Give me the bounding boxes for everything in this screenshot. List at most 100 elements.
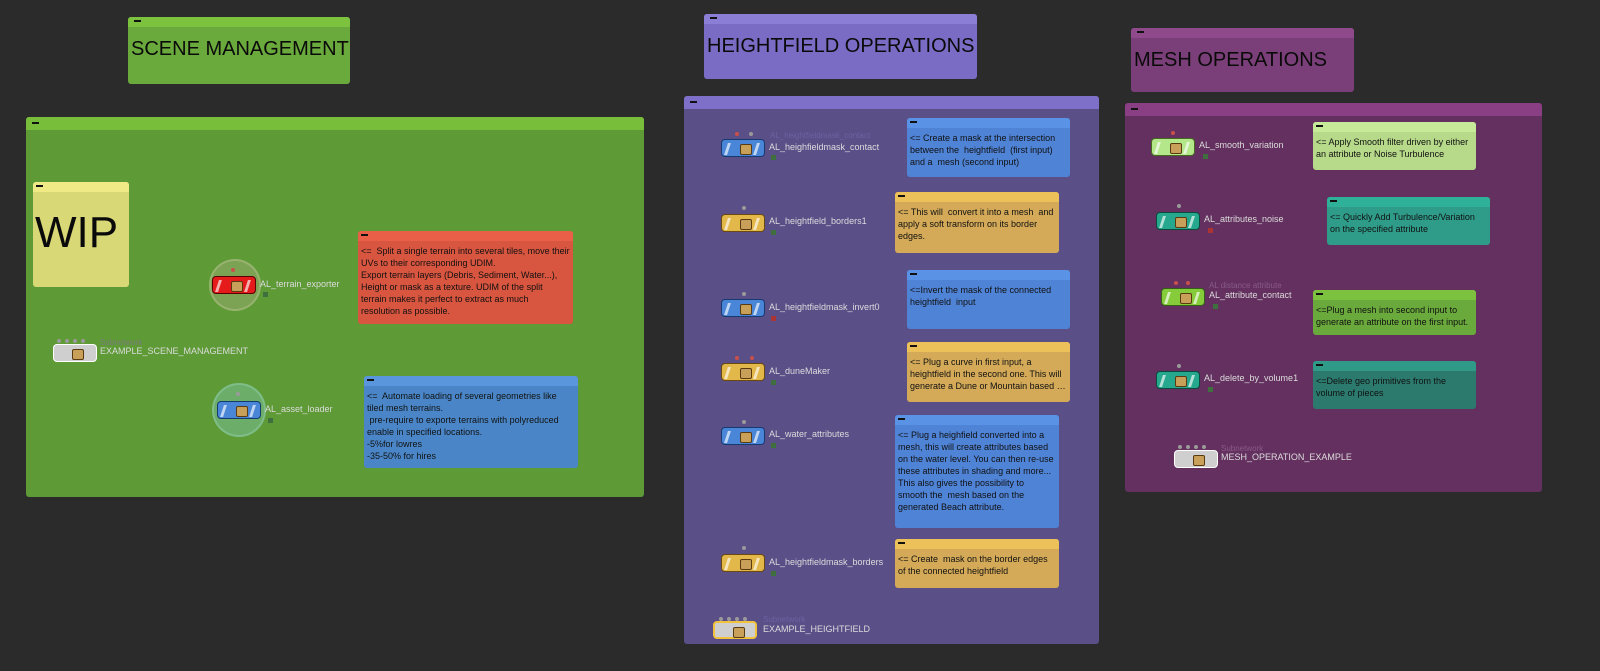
smooth-variation-note[interactable]: <= Apply Smooth filter driven by either … [1313, 122, 1476, 170]
note-bar[interactable] [33, 182, 129, 192]
water-attributes-node[interactable] [721, 427, 765, 445]
note-text: <=Invert the mask of the connected heigh… [910, 285, 1054, 307]
collapse-icon[interactable] [367, 379, 374, 381]
input-port[interactable] [1177, 204, 1181, 208]
mask-contact-node[interactable] [721, 139, 765, 157]
collapse-icon[interactable] [910, 121, 917, 123]
input-port[interactable] [742, 420, 746, 424]
collapse-icon[interactable] [1316, 364, 1323, 366]
input-port[interactable] [743, 617, 747, 621]
network-box-bar[interactable] [26, 117, 644, 130]
delete-by-volume-note[interactable]: <=Delete geo primitives from the volume … [1313, 361, 1476, 409]
collapse-icon[interactable] [1316, 293, 1323, 295]
collapse-icon[interactable] [898, 195, 905, 197]
asset-loader-note[interactable]: <= Automate loading of several geometrie… [364, 376, 578, 468]
collapse-icon[interactable] [1131, 108, 1138, 110]
input-port[interactable] [1174, 281, 1178, 285]
mask-invert-note[interactable]: <=Invert the mask of the connected heigh… [907, 270, 1070, 329]
example-scene-management-node[interactable] [53, 344, 97, 362]
input-port[interactable] [1177, 364, 1181, 368]
input-port[interactable] [742, 546, 746, 550]
note-bar[interactable] [1313, 122, 1476, 132]
input-port[interactable] [1171, 131, 1175, 135]
mesh-operations-title-box[interactable]: MESH OPERATIONS [1131, 28, 1354, 92]
collapse-icon[interactable] [910, 273, 917, 275]
collapse-icon[interactable] [898, 418, 905, 420]
input-port[interactable] [735, 617, 739, 621]
network-box-bar[interactable] [684, 96, 1099, 109]
mask-invert-node[interactable] [721, 299, 765, 317]
collapse-icon[interactable] [134, 20, 141, 22]
collapse-icon[interactable] [898, 542, 905, 544]
note-bar[interactable] [895, 415, 1059, 425]
input-port[interactable] [742, 292, 746, 296]
dune-maker-node[interactable] [721, 363, 765, 381]
smooth-variation-node[interactable] [1151, 138, 1195, 156]
example-heightfield-node[interactable] [713, 621, 757, 639]
title-box-bar[interactable] [128, 17, 350, 27]
note-bar[interactable] [907, 270, 1070, 280]
input-port[interactable] [81, 339, 85, 343]
note-bar[interactable] [907, 342, 1070, 352]
note-bar[interactable] [907, 118, 1070, 128]
asset-loader-node[interactable] [217, 401, 261, 419]
input-port[interactable] [236, 392, 240, 396]
input-port[interactable] [73, 339, 77, 343]
note-bar[interactable] [364, 376, 578, 386]
water-attributes-note[interactable]: <= Plug a heighfield converted into a me… [895, 415, 1059, 528]
note-bar[interactable] [358, 231, 573, 241]
input-port[interactable] [1194, 445, 1198, 449]
note-bar[interactable] [895, 192, 1059, 202]
collapse-icon[interactable] [910, 345, 917, 347]
network-box-bar[interactable] [1125, 103, 1542, 116]
heightfield-borders1-node[interactable] [721, 214, 765, 232]
mesh-operation-example-node[interactable] [1174, 450, 1218, 468]
delete-by-volume-node[interactable] [1156, 371, 1200, 389]
title-box-bar[interactable] [704, 14, 977, 24]
input-port[interactable] [750, 356, 754, 360]
collapse-icon[interactable] [1137, 31, 1144, 33]
title-box-bar[interactable] [1131, 28, 1354, 38]
note-text: <= Automate loading of several geometrie… [367, 391, 559, 461]
bypass-flag [1208, 228, 1213, 233]
note-bar[interactable] [1313, 361, 1476, 371]
collapse-icon[interactable] [710, 17, 717, 19]
input-port[interactable] [57, 339, 61, 343]
heightfield-operations-title-box[interactable]: HEIGHTFIELD OPERATIONS [704, 14, 977, 79]
collapse-icon[interactable] [1330, 200, 1337, 202]
attribute-contact-note[interactable]: <=Plug a mesh into second input to gener… [1313, 290, 1476, 335]
mask-contact-note[interactable]: <= Create a mask at the intersection bet… [907, 118, 1070, 177]
input-port[interactable] [719, 617, 723, 621]
terrain-exporter-note[interactable]: <= Split a single terrain into several t… [358, 231, 573, 324]
input-port[interactable] [742, 206, 746, 210]
dune-maker-note[interactable]: <= Plug a curve in first input, a height… [907, 342, 1070, 402]
input-port[interactable] [231, 268, 235, 272]
note-bar[interactable] [895, 539, 1059, 549]
input-port[interactable] [735, 132, 739, 136]
mask-borders-node[interactable] [721, 554, 765, 572]
borders1-note[interactable]: <= This will convert it into a mesh and … [895, 192, 1059, 253]
input-port[interactable] [65, 339, 69, 343]
attributes-noise-node[interactable] [1156, 212, 1200, 230]
input-port[interactable] [735, 356, 739, 360]
input-port[interactable] [1186, 445, 1190, 449]
collapse-icon[interactable] [36, 185, 43, 187]
collapse-icon[interactable] [690, 101, 697, 103]
attributes-noise-note[interactable]: <= Quickly Add Turbulence/Variation on t… [1327, 197, 1490, 245]
note-bar[interactable] [1327, 197, 1490, 207]
display-flag [771, 155, 776, 160]
collapse-icon[interactable] [1316, 125, 1323, 127]
attribute-contact-node[interactable] [1161, 288, 1205, 306]
mask-borders-note[interactable]: <= Create mask on the border edges of th… [895, 539, 1059, 588]
input-port[interactable] [749, 132, 753, 136]
input-port[interactable] [1178, 445, 1182, 449]
collapse-icon[interactable] [361, 234, 368, 236]
input-port[interactable] [1186, 281, 1190, 285]
terrain-exporter-node[interactable] [212, 276, 256, 294]
scene-management-title-box[interactable]: SCENE MANAGEMENT [128, 17, 350, 84]
input-port[interactable] [727, 617, 731, 621]
input-port[interactable] [1202, 445, 1206, 449]
note-bar[interactable] [1313, 290, 1476, 300]
wip-sticky-note[interactable]: WIP [33, 182, 129, 287]
collapse-icon[interactable] [32, 122, 39, 124]
